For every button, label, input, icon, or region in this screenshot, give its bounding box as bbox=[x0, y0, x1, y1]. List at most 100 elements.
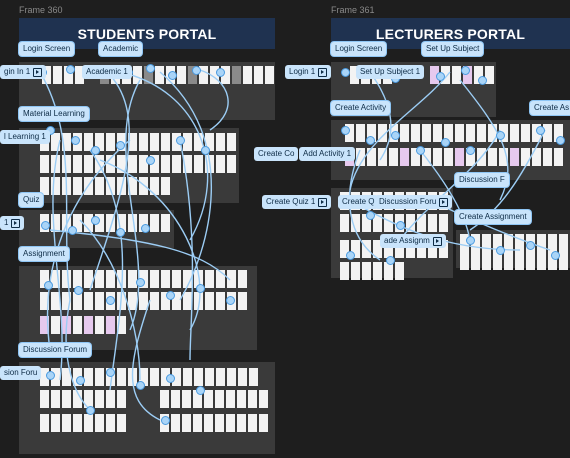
connection-node[interactable] bbox=[74, 286, 83, 295]
connection-node[interactable] bbox=[41, 221, 50, 230]
flow-login[interactable]: gin In 1 bbox=[0, 65, 47, 79]
tag-quiz[interactable]: Quiz bbox=[19, 193, 44, 207]
flow-create-quiz[interactable]: Create Quiz 1 bbox=[262, 195, 332, 209]
flow-create-content[interactable]: Create Co bbox=[254, 147, 299, 161]
connection-node[interactable] bbox=[461, 66, 470, 75]
tag-discussion-forum-lecturer[interactable]: Discussion F bbox=[455, 173, 509, 187]
connection-node[interactable] bbox=[136, 278, 145, 287]
connection-node[interactable] bbox=[496, 131, 505, 140]
connection-node[interactable] bbox=[161, 416, 170, 425]
connection-node[interactable] bbox=[466, 146, 475, 155]
connection-node[interactable] bbox=[168, 71, 177, 80]
connection-node[interactable] bbox=[466, 236, 475, 245]
screen-thumbnail bbox=[73, 177, 82, 195]
connection-node[interactable] bbox=[141, 224, 150, 233]
connection-node[interactable] bbox=[391, 131, 400, 140]
tag-create-activity[interactable]: Create Activity bbox=[331, 101, 391, 115]
tag-set-up-subject[interactable]: Set Up Subject bbox=[422, 42, 484, 56]
screen-thumbnail bbox=[559, 234, 568, 252]
tag-discussion-forum[interactable]: Discussion Forum bbox=[19, 343, 92, 357]
tag-lecturer-login-screen[interactable]: Login Screen bbox=[331, 42, 387, 56]
connection-node[interactable] bbox=[176, 136, 185, 145]
flow-create-q[interactable]: Create Q bbox=[338, 195, 379, 209]
connection-node[interactable] bbox=[136, 381, 145, 390]
screen-thumbnail bbox=[238, 292, 247, 310]
connection-node[interactable] bbox=[416, 146, 425, 155]
connection-node[interactable] bbox=[341, 68, 350, 77]
connection-node[interactable] bbox=[71, 136, 80, 145]
flow-lecturer-login[interactable]: Login 1 bbox=[285, 65, 332, 79]
connection-node[interactable] bbox=[146, 64, 155, 73]
connection-node[interactable] bbox=[366, 211, 375, 220]
screen-thumbnail bbox=[51, 177, 60, 195]
connection-node[interactable] bbox=[196, 284, 205, 293]
tag-create-assignment-2[interactable]: Create Assignment bbox=[455, 210, 531, 224]
screen-thumbnail bbox=[128, 292, 137, 310]
connection-node[interactable] bbox=[216, 68, 225, 77]
tag-assignment[interactable]: Assignment bbox=[19, 247, 69, 261]
connection-node[interactable] bbox=[46, 371, 55, 380]
connection-node[interactable] bbox=[196, 386, 205, 395]
tag-academic[interactable]: Academic bbox=[99, 42, 143, 56]
screen-thumbnail bbox=[128, 133, 137, 151]
connection-node[interactable] bbox=[106, 368, 115, 377]
frame-label-361: Frame 361 bbox=[331, 5, 375, 15]
flow-discussion-forum-label: Discussion Foru bbox=[379, 197, 437, 206]
screen-thumbnail bbox=[95, 368, 104, 386]
tag-create-assignment[interactable]: Create As bbox=[530, 101, 570, 115]
flow-create-content-label: Create Co bbox=[258, 149, 295, 158]
connection-node[interactable] bbox=[192, 66, 201, 75]
connection-node[interactable] bbox=[478, 76, 487, 85]
connection-node[interactable] bbox=[536, 126, 545, 135]
flow-set-up-subject[interactable]: Set Up Subject 1 bbox=[356, 65, 425, 79]
connection-node[interactable] bbox=[366, 136, 375, 145]
connection-node[interactable] bbox=[436, 72, 445, 81]
screen-thumbnail bbox=[340, 262, 349, 280]
connection-node[interactable] bbox=[526, 241, 535, 250]
connection-node[interactable] bbox=[68, 226, 77, 235]
connection-node[interactable] bbox=[116, 228, 125, 237]
screen-thumbnail bbox=[128, 214, 137, 232]
connection-node[interactable] bbox=[556, 136, 565, 145]
screen-thumbnail bbox=[356, 148, 365, 166]
connection-node[interactable] bbox=[346, 251, 355, 260]
connection-node[interactable] bbox=[44, 281, 53, 290]
connection-node[interactable] bbox=[166, 374, 175, 383]
connection-node[interactable] bbox=[441, 138, 450, 147]
flow-discussion[interactable]: sion Foru bbox=[0, 366, 42, 380]
flow-academic[interactable]: Academic 1 bbox=[82, 65, 132, 79]
connection-node[interactable] bbox=[106, 296, 115, 305]
connection-node[interactable] bbox=[66, 65, 75, 74]
screen-thumbnail bbox=[133, 66, 142, 84]
screen-thumbnail bbox=[345, 124, 354, 142]
flow-discussion-forum[interactable]: Discussion Foru bbox=[375, 195, 453, 209]
flow-create-assignment[interactable]: ade Assignm bbox=[380, 234, 446, 248]
screen-thumbnail bbox=[439, 214, 448, 232]
screen-thumbnail bbox=[95, 390, 104, 408]
screen-thumbnail bbox=[106, 177, 115, 195]
connection-node[interactable] bbox=[116, 141, 125, 150]
connection-node[interactable] bbox=[496, 246, 505, 255]
tag-login-screen[interactable]: Login Screen bbox=[19, 42, 75, 56]
connection-node[interactable] bbox=[396, 221, 405, 230]
connection-node[interactable] bbox=[201, 146, 210, 155]
connection-node[interactable] bbox=[91, 216, 100, 225]
connection-node[interactable] bbox=[76, 376, 85, 385]
screen-thumbnail bbox=[73, 390, 82, 408]
connection-node[interactable] bbox=[146, 156, 155, 165]
connection-node[interactable] bbox=[551, 251, 560, 260]
connection-node[interactable] bbox=[226, 296, 235, 305]
flow-material[interactable]: l Learning 1 bbox=[0, 130, 50, 144]
connection-node[interactable] bbox=[166, 291, 175, 300]
flow-quiz[interactable]: 1 bbox=[0, 216, 25, 230]
screen-thumbnail bbox=[161, 292, 170, 310]
flow-add-activity[interactable]: Add Activity 1 bbox=[299, 147, 356, 161]
tag-material-learning[interactable]: Material Learning bbox=[19, 107, 89, 121]
connection-node[interactable] bbox=[386, 256, 395, 265]
screen-thumbnail bbox=[384, 262, 393, 280]
connection-node[interactable] bbox=[86, 406, 95, 415]
screen-thumbnail bbox=[351, 240, 360, 258]
connection-node[interactable] bbox=[341, 126, 350, 135]
connection-node[interactable] bbox=[91, 146, 100, 155]
screen-thumbnail bbox=[95, 133, 104, 151]
